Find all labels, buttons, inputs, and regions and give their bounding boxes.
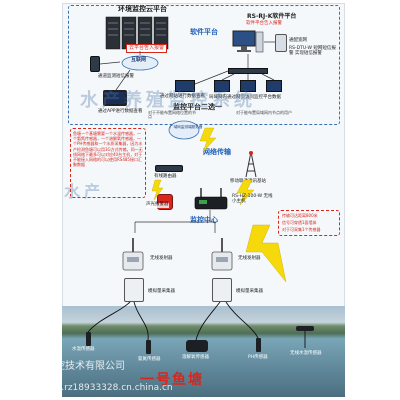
web-label: 通过网站进行数据查看	[160, 94, 205, 99]
wireless-right-label: 无线发射器	[238, 256, 261, 261]
note-left: 对于不能布置网络位置的节点	[148, 110, 196, 120]
cloud-title: 环境监控云平台	[118, 5, 167, 13]
lan-laptop-icon	[175, 80, 195, 92]
water-temp-sensor-label: 水温传感器	[72, 347, 95, 352]
analog-collector-right	[212, 278, 232, 302]
lan-pc-icon	[214, 80, 230, 92]
software-receive-label: 软件平台告入报警	[246, 21, 282, 26]
analog-left-label: 模拟量采集器	[148, 289, 175, 294]
wireless-host-icon	[193, 188, 229, 210]
lan-pc-icon	[240, 80, 256, 92]
lan-pc-icon	[266, 80, 282, 92]
monitoring-center-title: 监控中心	[190, 216, 218, 224]
watermark-site: www.rz18933328.cn.china.cn	[40, 383, 173, 393]
watermark-top: 水产养殖监控系统	[80, 90, 256, 111]
collector-note: 对于可采集1个传感器	[282, 227, 321, 232]
cloud-alert-label: 云平台告入报警	[126, 44, 168, 53]
sms-label: 通道监测短信报警	[98, 74, 134, 79]
sms-modem-label: 通配宽网	[289, 38, 307, 43]
watermark-left: 水产	[64, 182, 105, 201]
internet-label: 互联网	[131, 57, 147, 63]
alarm-label: 声光报警器	[146, 202, 169, 208]
phone-icon	[90, 56, 100, 72]
router-label: 有线路由器	[154, 174, 177, 179]
spec-notes-box	[278, 210, 340, 236]
sms-dtu-label: RS-DTU-W 短网短信报警 实现短信报警	[289, 46, 336, 57]
note-right: 对于能布置局域网内节点的用户	[236, 110, 292, 115]
software-zone-label: 软件平台	[190, 28, 218, 36]
internet-cloud-icon	[120, 53, 160, 71]
network-transmission-label: 网络传输	[203, 148, 231, 156]
server-computer-icon	[232, 30, 264, 54]
cloud-server-rack	[104, 15, 174, 51]
wireless-transmitter-right	[209, 238, 235, 272]
software-title: RS-RJ-K软件平台	[247, 13, 297, 20]
app-label: 通过APP进行数据查看	[98, 109, 143, 114]
oxygen-sensor-label: 溶解氧传感器	[182, 355, 209, 360]
cloud-zone	[68, 5, 340, 125]
analog-right-label: 模拟量采集器	[236, 289, 263, 294]
wireless-left-label: 无线发射器	[150, 256, 173, 261]
ph-sensor-label: PH传感器	[248, 355, 268, 360]
lan-label: 局域网内通过网页访问监控平台数据	[209, 95, 281, 100]
analog-collector-left	[124, 278, 144, 302]
signal-note: 信号可穿透1面墙体	[282, 220, 317, 225]
ammonia-sensor-label: 氨氮传感器	[138, 357, 161, 362]
tablet-icon	[103, 90, 127, 106]
router-icon	[155, 165, 183, 172]
modem-icon	[275, 34, 287, 52]
pond-name: 一号鱼塘	[140, 372, 204, 388]
wireless-host-label: RS-HZ-100-W 无线小主机	[232, 194, 273, 205]
cell-tower-icon	[243, 150, 259, 178]
monitor-platform-label: 监控平台二选一	[173, 103, 222, 111]
wireless-temp-sensor-label: 无线水温传感器	[290, 351, 322, 356]
description-text: 鱼塘一个基塘需要一个水温传感器，一个氨氮传感器，一个溶解氧传感器，一个PH传感器…	[73, 131, 143, 168]
wan-server-label: 广域网监测端服务器	[170, 125, 203, 129]
network-switch-icon	[228, 68, 268, 74]
wan-server-icon	[168, 120, 200, 140]
wireless-transmitter-left	[120, 238, 146, 272]
power-note: 传输可达距离800米	[282, 213, 318, 218]
description-box	[70, 128, 146, 198]
watermark-company: 济南仁智测控技术有限公司	[5, 361, 125, 372]
